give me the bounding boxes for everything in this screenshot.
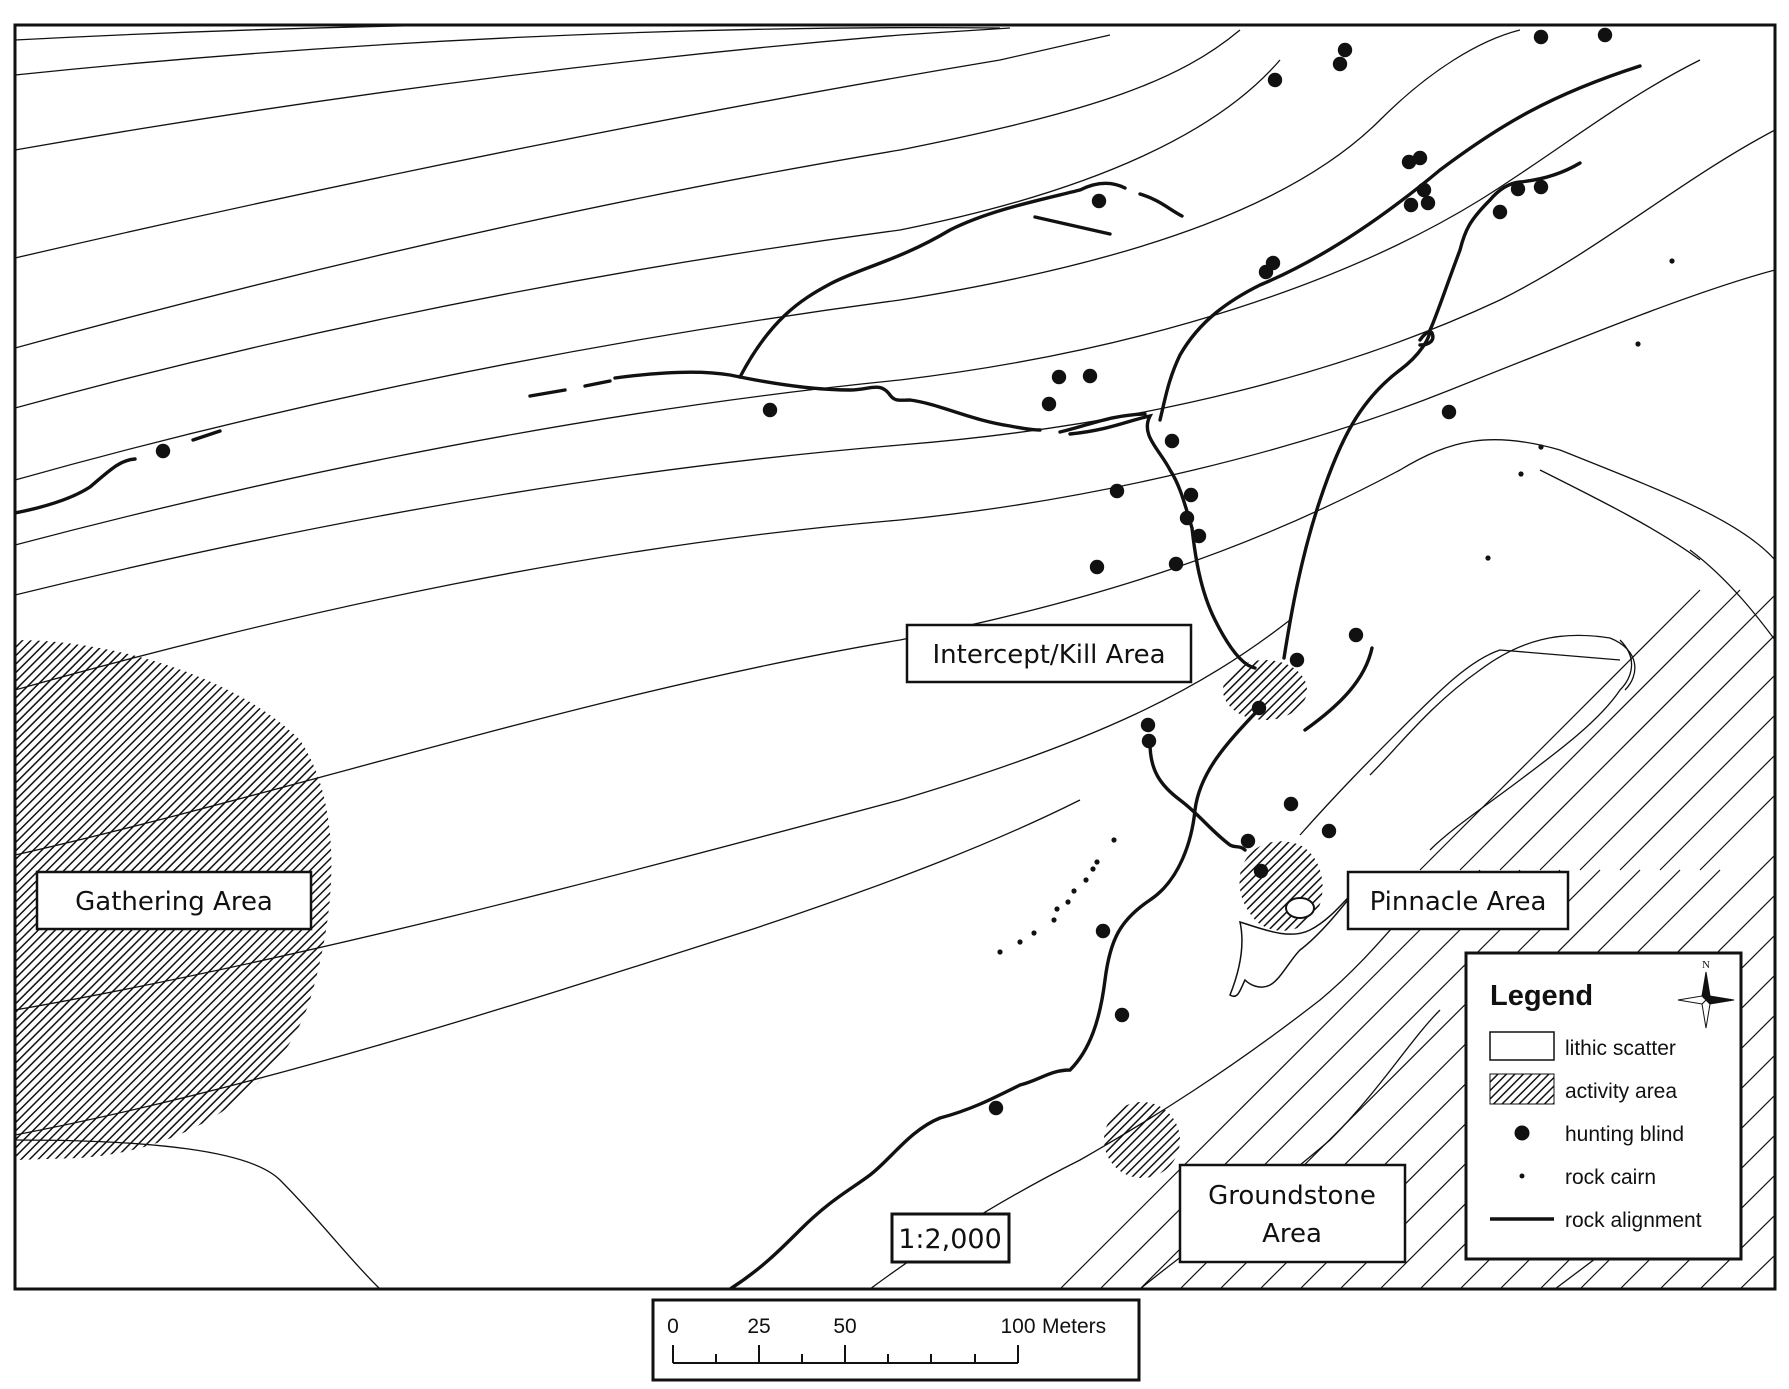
rock-cairn-marker	[1518, 471, 1524, 477]
hunting-blind-marker	[1253, 863, 1269, 879]
hunting-blind-marker	[1289, 652, 1305, 668]
north-arrow-icon: N	[1677, 959, 1735, 1029]
hunting-blind-marker	[1179, 510, 1195, 526]
hunting-blind-marker	[1091, 193, 1107, 209]
legend-label-lithic-scatter: lithic scatter	[1565, 1037, 1676, 1060]
rock-cairn-marker	[1094, 859, 1100, 865]
rock-cairn-marker	[1538, 444, 1544, 450]
label-groundstone-line2: Area	[1262, 1219, 1322, 1249]
hunting-blind-marker	[1510, 181, 1526, 197]
scale-tick-100: 100	[1000, 1315, 1035, 1338]
hunting-blind-marker	[1267, 72, 1283, 88]
label-groundstone-area: Groundstone Area	[1178, 1163, 1407, 1264]
hunting-blind-marker	[1321, 823, 1337, 839]
hunting-blind-marker	[1089, 559, 1105, 575]
hunting-blind-marker	[1240, 833, 1256, 849]
hunting-blind-marker	[1401, 154, 1417, 170]
hunting-blind-marker	[1533, 29, 1549, 45]
rock-cairn-marker	[1635, 341, 1641, 347]
label-intercept-kill-area: Intercept/Kill Area	[905, 623, 1193, 684]
scale-unit: Meters	[1042, 1315, 1106, 1338]
rock-cairn-marker	[1054, 906, 1060, 912]
rock-cairn-marker	[1017, 939, 1023, 945]
legend-label-rock-alignment: rock alignment	[1565, 1209, 1702, 1232]
north-label: N	[1702, 959, 1710, 971]
hunting-blind-marker	[1140, 717, 1156, 733]
hunting-blinds	[155, 27, 1613, 1116]
rock-cairns	[997, 258, 1675, 955]
hunting-blind-marker	[1051, 369, 1067, 385]
legend-symbol-rock-cairn	[1519, 1173, 1525, 1179]
legend-symbol-activity-area	[1489, 1073, 1555, 1105]
hunting-blind-marker	[1183, 487, 1199, 503]
hunting-blind-marker	[1412, 150, 1428, 166]
hunting-blind-marker	[1041, 396, 1057, 412]
legend-label-activity-area: activity area	[1565, 1080, 1677, 1103]
hunting-blind-marker	[1141, 733, 1157, 749]
legend-label-hunting-blind: hunting blind	[1565, 1123, 1684, 1146]
scale-ratio: 1:2,000	[890, 1212, 1011, 1264]
scale-bar: 0 25 50 100 Meters	[651, 1298, 1141, 1382]
scale-ratio-text: 1:2,000	[898, 1224, 1002, 1255]
scale-tick-0: 0	[667, 1315, 679, 1338]
scale-tick-50: 50	[833, 1315, 856, 1338]
hunting-blind-marker	[1168, 556, 1184, 572]
hunting-blind-marker	[1114, 1007, 1130, 1023]
hunting-blind-marker	[1164, 433, 1180, 449]
rock-cairn-marker	[1083, 877, 1089, 883]
hunting-blind-marker	[1441, 404, 1457, 420]
hunting-blind-marker	[1258, 264, 1274, 280]
hunting-blind-marker	[1082, 368, 1098, 384]
hunting-blind-marker	[1283, 796, 1299, 812]
scale-bar-ruler	[672, 1345, 1019, 1364]
label-pinnacle-text: Pinnacle Area	[1370, 887, 1547, 917]
rock-alignments	[15, 64, 1642, 1289]
hunting-blind-marker	[1332, 56, 1348, 72]
hunting-blind-marker	[1109, 483, 1125, 499]
hunting-blind-marker	[1095, 923, 1111, 939]
legend-label-rock-cairn: rock cairn	[1565, 1166, 1656, 1189]
rock-cairn-marker	[1071, 888, 1077, 894]
hunting-blind-marker	[1191, 528, 1207, 544]
legend-symbol-lithic-scatter	[1489, 1031, 1555, 1061]
rock-cairn-marker	[1669, 258, 1675, 264]
rock-cairn-marker	[1031, 930, 1037, 936]
rock-cairn-marker	[1065, 899, 1071, 905]
hunting-blind-marker	[1348, 627, 1364, 643]
pinnacle-outline	[1229, 884, 1361, 997]
hunting-blind-marker	[1416, 182, 1432, 198]
legend-symbol-hunting-blind	[1514, 1125, 1530, 1141]
label-gathering-text: Gathering Area	[75, 887, 273, 917]
pinnacle-activity-area	[1239, 841, 1323, 931]
label-pinnacle-area: Pinnacle Area	[1346, 870, 1570, 931]
label-groundstone-line1: Groundstone	[1208, 1181, 1376, 1211]
legend: Legend N lithic scatter activity area hu…	[1464, 951, 1743, 1261]
rock-cairn-marker	[997, 949, 1003, 955]
rock-cairn-marker	[1051, 917, 1057, 923]
label-intercept-text: Intercept/Kill Area	[932, 640, 1165, 670]
hunting-blind-marker	[155, 443, 171, 459]
rock-cairn-marker	[1111, 837, 1117, 843]
groundstone-activity-area	[1104, 1102, 1180, 1178]
rock-cairn-marker	[1090, 866, 1096, 872]
hunting-blind-marker	[1492, 204, 1508, 220]
hunting-blind-marker	[1420, 195, 1436, 211]
contour-lines	[15, 25, 1775, 1289]
hunting-blind-marker	[1251, 700, 1267, 716]
rock-cairn-marker	[1485, 555, 1491, 561]
hunting-blind-marker	[1337, 42, 1353, 58]
hunting-blind-marker	[1533, 179, 1549, 195]
hunting-blind-marker	[762, 402, 778, 418]
map-frame	[13, 23, 1777, 1291]
intercept-activity-area	[1223, 660, 1307, 720]
hunting-blind-marker	[1597, 27, 1613, 43]
scale-tick-25: 25	[747, 1315, 770, 1338]
hunting-blind-marker	[988, 1100, 1004, 1116]
hunting-blind-marker	[1403, 197, 1419, 213]
legend-title: Legend	[1490, 980, 1593, 1012]
label-gathering-area: Gathering Area	[35, 870, 313, 931]
